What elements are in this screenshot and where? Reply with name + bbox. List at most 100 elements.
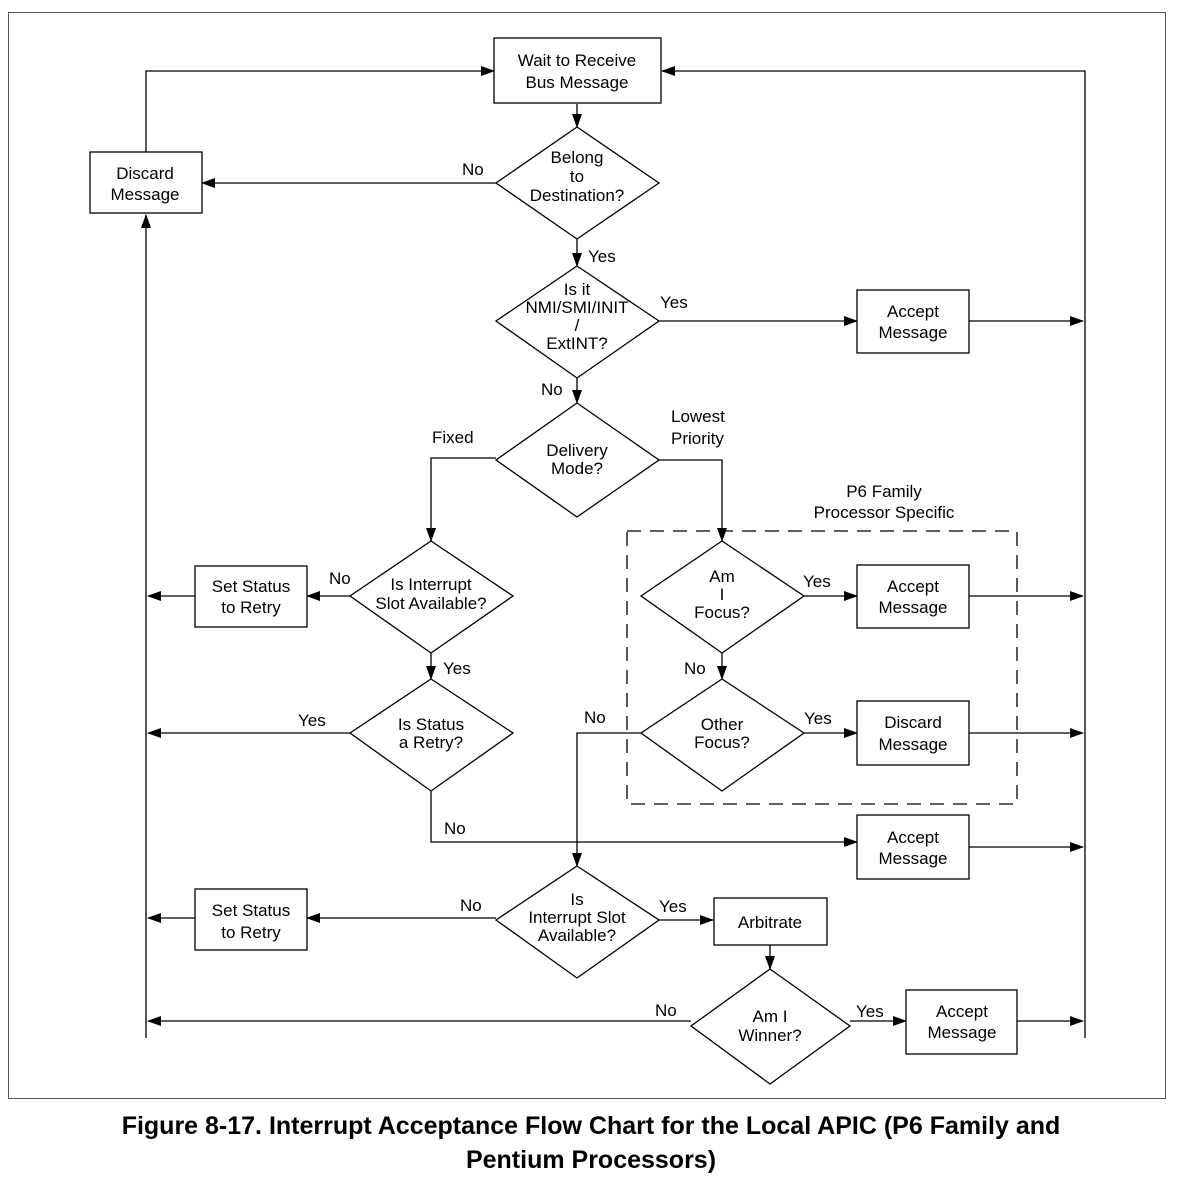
label-yes-status: Yes — [298, 711, 326, 730]
delivery-fixed-branch — [426, 457, 496, 542]
p6-family-region — [626, 530, 1018, 805]
accept-2-box — [856, 564, 970, 629]
node-line: Accept — [887, 302, 939, 321]
label-yes-belong: Yes — [588, 247, 616, 266]
retry-1-box — [194, 565, 308, 628]
figure-caption: Figure 8-17. Interrupt Acceptance Flow C… — [0, 1109, 1182, 1177]
slot-lowest-diamond — [494, 865, 661, 979]
focus-diamond — [639, 540, 806, 654]
node-line: Am I — [753, 1007, 788, 1026]
node-line: NMI/SMI/INIT — [526, 298, 629, 317]
node-line: Am — [709, 567, 735, 586]
node-line: Set Status — [212, 901, 290, 920]
label-no-status: No — [444, 819, 466, 838]
node-line: Is it — [564, 280, 591, 299]
caption-line-1: Figure 8-17. Interrupt Acceptance Flow C… — [121, 1112, 1061, 1140]
other-focus-diamond — [639, 678, 806, 792]
node-line: Destination? — [530, 186, 625, 205]
edge-labels: No Yes Yes No Fixed Lowest Priority P6 F… — [298, 160, 955, 1021]
node-line: Arbitrate — [738, 913, 802, 932]
label-no-other: No — [584, 708, 606, 727]
node-line: Focus? — [694, 603, 750, 622]
node-line: Accept — [887, 828, 939, 847]
left-return-to-wait — [145, 66, 495, 152]
label-yes-focus: Yes — [803, 572, 831, 591]
node-line: to Retry — [221, 598, 281, 617]
discard-mid-box — [856, 700, 970, 766]
shapes — [89, 37, 1018, 1085]
discard-top-box — [89, 151, 203, 214]
wait-box — [493, 37, 662, 104]
accept-4-box — [905, 989, 1018, 1055]
node-line: Accept — [887, 577, 939, 596]
node-line: Other — [701, 715, 744, 734]
node-line: Slot Available? — [375, 594, 486, 613]
label-no-slot-fixed: No — [329, 569, 351, 588]
node-line: Wait to Receive — [518, 51, 636, 70]
label-no-focus: No — [684, 659, 706, 678]
label-yes-nmi: Yes — [660, 293, 688, 312]
status-retry-diamond — [348, 678, 515, 792]
node-line: Delivery — [546, 441, 608, 460]
node-line: Message — [928, 1023, 997, 1042]
label-no-winner: No — [655, 1001, 677, 1020]
node-line: to Retry — [221, 923, 281, 942]
node-line: Discard — [884, 713, 942, 732]
node-line: to — [570, 167, 584, 186]
node-line: Is — [570, 890, 583, 909]
delivery-lowest-branch — [659, 459, 727, 542]
label-lowest: Lowest — [671, 407, 725, 426]
slot-fixed-diamond — [348, 540, 515, 654]
node-line: Message — [111, 185, 180, 204]
label-fixed: Fixed — [432, 428, 474, 447]
retry-2-box — [194, 888, 308, 951]
status-no-to-accept — [430, 791, 858, 847]
label-priority: Priority — [671, 429, 724, 448]
node-text-arbitrate: Arbitrate — [738, 913, 802, 932]
label-p6-family: P6 Family — [846, 482, 922, 501]
label-no-belong: No — [462, 160, 484, 179]
label-yes-other: Yes — [804, 709, 832, 728]
node-line: Message — [879, 598, 948, 617]
caption-line-2: Pentium Processors) — [465, 1146, 717, 1174]
node-line: Interrupt Slot — [528, 908, 626, 927]
figure-frame — [8, 12, 1166, 1099]
winner-diamond — [689, 968, 852, 1085]
connectors — [141, 66, 1086, 1038]
other-no-to-slot — [572, 732, 641, 867]
node-line: ExtINT? — [546, 334, 607, 353]
node-line: Mode? — [551, 459, 603, 478]
node-line: Available? — [538, 926, 616, 945]
accept-1-box — [856, 289, 970, 354]
arbitrate-box — [713, 897, 828, 946]
node-line: Message — [879, 849, 948, 868]
node-line: Message — [879, 735, 948, 754]
node-line: Accept — [936, 1002, 988, 1021]
right-return-to-wait — [661, 66, 1086, 1038]
node-line: I — [720, 585, 725, 604]
node-line: a Retry? — [399, 733, 463, 752]
node-line: Bus Message — [526, 73, 629, 92]
belong-diamond — [494, 126, 661, 240]
node-line: Belong — [551, 148, 604, 167]
label-yes-slot-lowest: Yes — [659, 897, 687, 916]
label-no-nmi: No — [541, 380, 563, 399]
nmi-diamond — [494, 265, 661, 379]
